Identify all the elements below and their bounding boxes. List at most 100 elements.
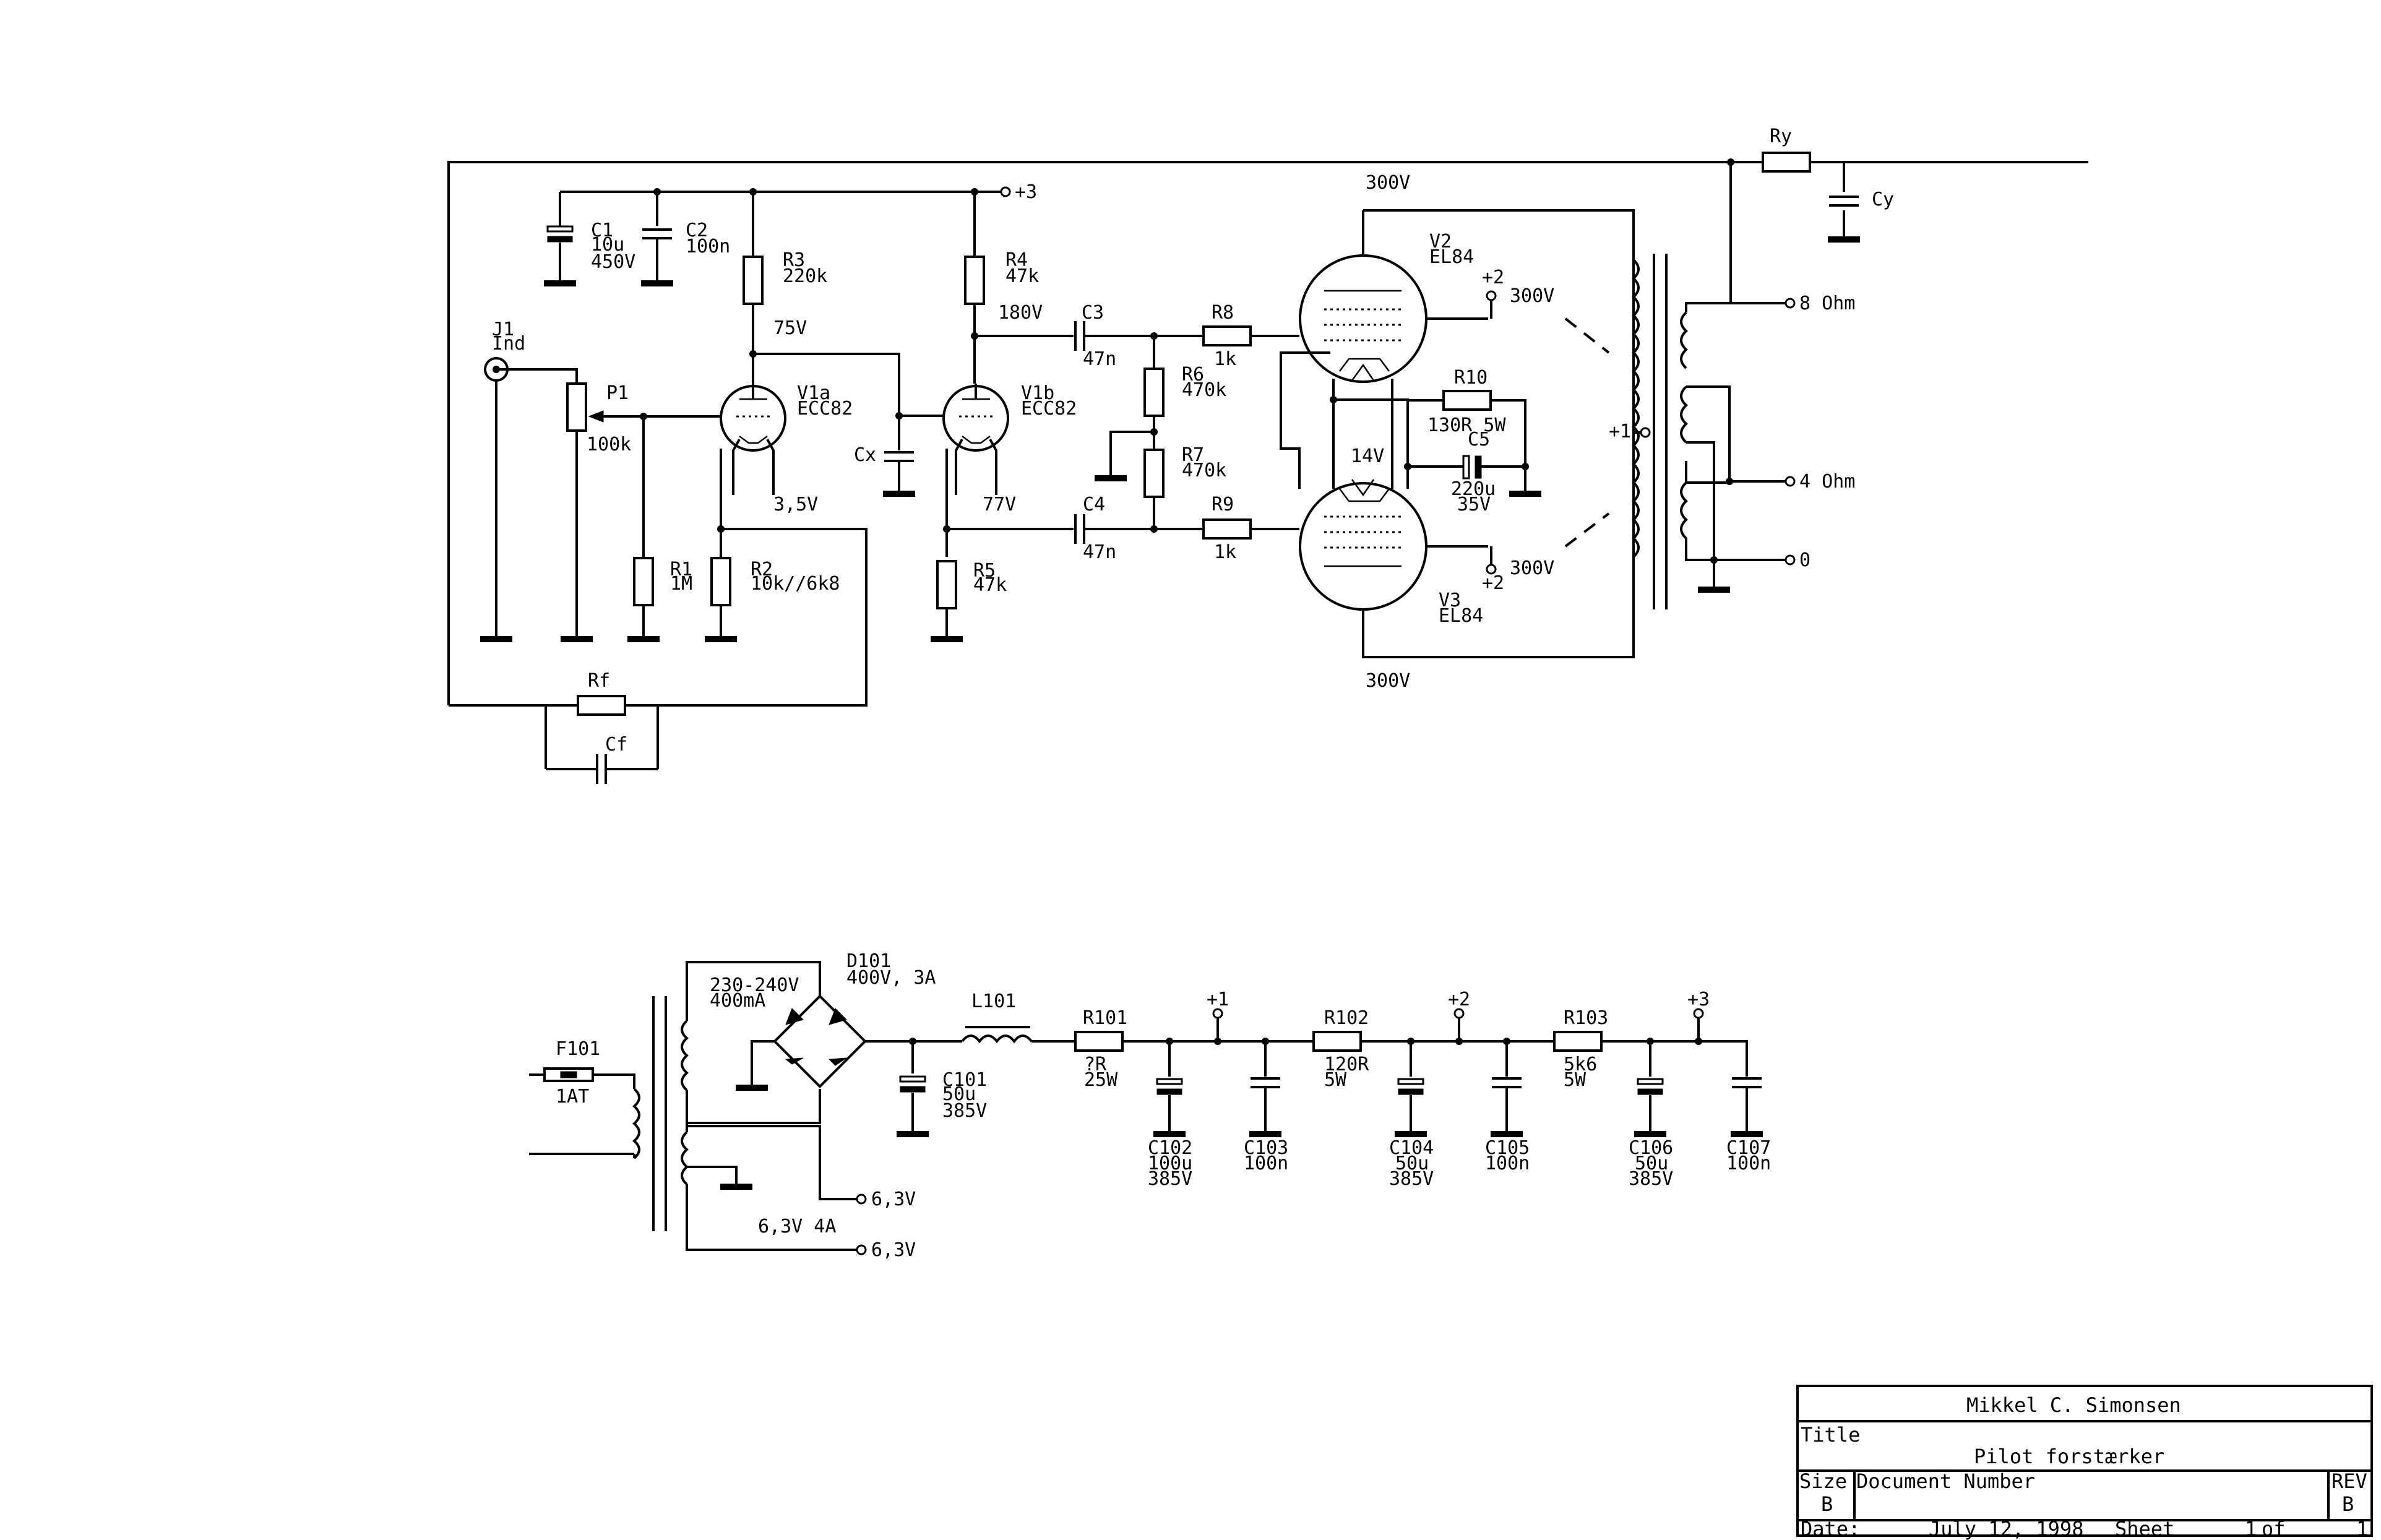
resistor-r3 <box>743 256 764 305</box>
label-l101: L101 <box>971 991 1016 1012</box>
label-cx: Cx <box>854 444 876 466</box>
label-c3: C3 <box>1082 302 1104 324</box>
label-p1-val: 100k <box>587 434 631 455</box>
label-r101-v2: 25W <box>1084 1069 1118 1091</box>
label-plus2-a: +2 <box>1482 267 1504 288</box>
output-transformer <box>1632 254 1688 609</box>
label-v180: 180V <box>998 302 1043 324</box>
resistor-r102 <box>1312 1031 1362 1052</box>
label-v300-a: 300V <box>1366 172 1410 194</box>
resistor-rf <box>577 695 626 716</box>
resistor-r103 <box>1553 1031 1603 1052</box>
label-r10-v1: 130R 5W <box>1427 415 1506 436</box>
label-d101-v: 400V, 3A <box>846 967 936 989</box>
label-c103-v1: 100n <box>1244 1153 1288 1174</box>
of-value: 1 <box>2356 1517 2368 1540</box>
rev-label: REV <box>2331 1469 2367 1493</box>
label-r4: R4 <box>1005 249 1028 271</box>
resistor-r101 <box>1074 1031 1124 1052</box>
date-label: Date: <box>1801 1517 1860 1540</box>
label-plus1: +1 <box>1207 989 1229 1010</box>
power-supply <box>529 961 1763 1255</box>
label-p1: P1 <box>606 382 629 404</box>
label-c1-v1: 10u <box>591 234 624 256</box>
size-value: B <box>1821 1492 1833 1516</box>
tube-v1a <box>720 384 786 452</box>
label-plus2: +2 <box>1448 989 1470 1010</box>
label-c102: C102 <box>1148 1137 1192 1159</box>
label-rf: Rf <box>588 670 610 692</box>
bridge-rectifier-d101 <box>773 994 867 1088</box>
label-c1-v2: 450V <box>591 251 635 273</box>
capacitor-c1 <box>546 225 574 243</box>
label-j1: J1 <box>492 319 514 340</box>
label-f101-v: 1AT <box>556 1086 589 1108</box>
component-labels: J1 Ind P1 100k C1 10u 450V C2 100n R3 22… <box>492 126 1894 1261</box>
label-c105: C105 <box>1485 1137 1530 1159</box>
label-c107: C107 <box>1726 1137 1771 1159</box>
label-r5: R5 <box>973 560 996 582</box>
label-plus2-b: +2 <box>1482 572 1504 594</box>
resistor-r2 <box>710 557 731 606</box>
label-v77: 77V <box>983 494 1016 515</box>
label-r8: R8 <box>1212 302 1234 324</box>
label-r101-v1: ?R <box>1084 1054 1107 1075</box>
label-mains-i: 400mA <box>710 990 765 1012</box>
title-label: Title <box>1801 1423 1860 1447</box>
sheet-label: Sheet <box>2115 1517 2174 1540</box>
label-v35: 3,5V <box>773 494 818 515</box>
label-cy: Cy <box>1872 189 1894 210</box>
label-v2-t: EL84 <box>1429 246 1474 268</box>
of-label: of <box>2262 1517 2286 1540</box>
resistor-r7 <box>1143 449 1165 498</box>
label-r102: R102 <box>1324 1007 1369 1029</box>
title-text: Pilot forstærker <box>1974 1445 2164 1468</box>
amplifier-stage <box>447 152 2088 785</box>
label-c102-v1: 100u <box>1148 1153 1192 1174</box>
label-r1-v1: 1M <box>670 573 692 595</box>
title-author: Mikkel C. Simonsen <box>1966 1393 2181 1417</box>
label-r7-v1: 470k <box>1182 460 1226 481</box>
label-r103: R103 <box>1564 1007 1608 1029</box>
label-r9: R9 <box>1212 494 1234 515</box>
label-mains: 230-240V <box>710 974 799 996</box>
resistor-r5 <box>936 560 957 609</box>
label-v75: 75V <box>773 317 807 339</box>
label-j1-sub: Ind <box>492 333 525 355</box>
label-8ohm: 8 Ohm <box>1799 293 1855 314</box>
label-ry: Ry <box>1770 126 1792 147</box>
label-c3-v1: 47n <box>1083 348 1116 370</box>
label-c103: C103 <box>1244 1137 1288 1159</box>
label-d101: D101 <box>846 950 891 972</box>
label-r3-v1: 220k <box>783 265 827 287</box>
label-plus1-ot: +1 <box>1609 421 1631 442</box>
label-r8-v1: 1k <box>1214 348 1236 370</box>
label-c4: C4 <box>1083 494 1105 515</box>
label-c101-v2: 385V <box>942 1100 987 1122</box>
label-r9-v1: 1k <box>1214 541 1236 563</box>
size-label: Size <box>1799 1469 1847 1493</box>
label-h1: 6,3V <box>871 1189 916 1210</box>
label-r3: R3 <box>783 249 805 271</box>
label-4ohm: 4 Ohm <box>1799 471 1855 493</box>
capacitor-c102 <box>1156 1078 1183 1096</box>
label-r102-v1: 120R <box>1324 1054 1369 1075</box>
label-v1b: V1b <box>1021 382 1054 404</box>
resistor-r6 <box>1143 368 1165 417</box>
label-plus3-top: +3 <box>1015 181 1037 203</box>
potentiometer-p1[interactable] <box>566 382 587 432</box>
label-cf: Cf <box>605 734 627 755</box>
label-c104: C104 <box>1389 1137 1434 1159</box>
label-c5-v1: 220u <box>1451 478 1496 500</box>
label-r7: R7 <box>1182 444 1204 466</box>
label-v1a-t: ECC82 <box>797 398 853 419</box>
label-r5-v1: 47k <box>973 574 1007 596</box>
capacitor-c4 <box>1074 513 1085 545</box>
capacitor-c105 <box>1491 1077 1523 1088</box>
label-c104-v1: 50u <box>1395 1153 1429 1174</box>
label-r101: R101 <box>1083 1007 1127 1029</box>
label-r6-v1: 470k <box>1182 379 1226 401</box>
capacitor-c3 <box>1074 320 1085 352</box>
label-v2: V2 <box>1429 231 1452 252</box>
label-c104-v2: 385V <box>1389 1168 1434 1190</box>
